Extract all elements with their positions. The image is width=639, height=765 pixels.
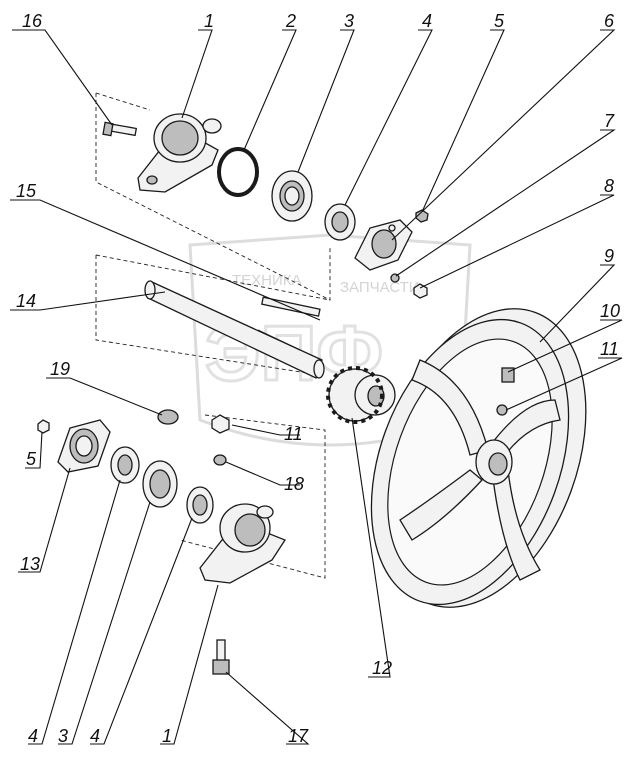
pillow-block-housing-top: [137, 113, 222, 193]
callout-4-bottom-right: 4: [90, 726, 100, 746]
callout-5-top: 5: [494, 11, 505, 31]
washer-19: [157, 409, 179, 425]
nut-8: [413, 283, 428, 299]
callout-labels: 16 1 2 3 4 5 6 7 8 9 10 11 15 14 19 11 5…: [16, 11, 620, 746]
callout-11-left: 11: [284, 424, 303, 444]
bolt-17: [212, 639, 230, 675]
callout-7: 7: [604, 111, 615, 131]
flange-cover-6: [354, 219, 413, 271]
sprocket-12: [326, 366, 396, 424]
callout-19: 19: [50, 359, 70, 379]
set-screw-10: [501, 367, 515, 383]
callout-12: 12: [372, 658, 392, 678]
callout-3-bottom: 3: [58, 726, 68, 746]
bearing-3-bottom: [142, 460, 178, 508]
callout-2: 2: [285, 11, 296, 31]
callout-16: 16: [22, 11, 43, 31]
callout-8: 8: [604, 176, 614, 196]
sleeve-4-top: [324, 203, 356, 241]
callout-1-top: 1: [204, 11, 214, 31]
nut-11-left: [211, 414, 230, 434]
nut-11-right: [496, 404, 508, 416]
watermark-text-2: ЗАПЧАСТИ: [340, 279, 420, 296]
shaft-14: [144, 280, 325, 379]
washer-18: [213, 454, 227, 466]
bearing-3-top: [271, 170, 313, 222]
callout-1-bottom: 1: [162, 726, 172, 746]
sleeve-4-bottom-right: [186, 486, 214, 524]
sleeve-4-bottom-left: [110, 446, 140, 484]
pulley-wheel-9: [370, 308, 587, 608]
o-ring-2: [217, 147, 259, 197]
callout-11-right: 11: [600, 339, 619, 359]
pillow-block-housing-bottom: [199, 503, 286, 584]
callout-10: 10: [600, 301, 620, 321]
callout-5-bottom: 5: [26, 449, 37, 469]
callout-14: 14: [16, 291, 36, 311]
callout-4-top: 4: [422, 11, 432, 31]
flange-13: [57, 419, 111, 473]
bolt-16: [102, 121, 138, 137]
leader-lines: [10, 29, 623, 745]
callout-17: 17: [288, 726, 309, 746]
callout-18: 18: [284, 474, 304, 494]
callout-9: 9: [604, 246, 614, 266]
callout-13: 13: [20, 554, 40, 574]
callout-3-top: 3: [344, 11, 354, 31]
washer-7: [390, 273, 400, 283]
callout-15: 15: [16, 181, 37, 201]
callout-4-bottom-left: 4: [28, 726, 38, 746]
callout-6: 6: [604, 11, 615, 31]
key-15: [261, 296, 321, 317]
nut-5-bottom: [37, 419, 50, 434]
